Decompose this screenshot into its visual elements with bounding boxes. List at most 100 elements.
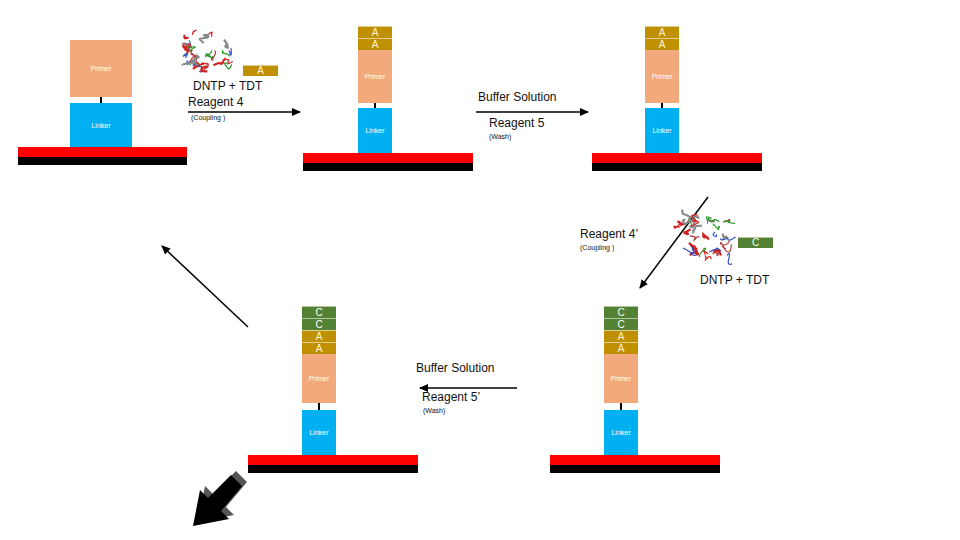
nucleotide-c: C — [302, 318, 336, 330]
box-text: C — [617, 308, 624, 318]
linker-box: Linker — [604, 410, 638, 455]
enzyme-stroke — [182, 43, 188, 47]
nucleotide-c: C — [604, 318, 638, 330]
box-text: A — [372, 40, 379, 50]
nucleotide-a: A — [243, 65, 278, 76]
box-text: Linker — [365, 127, 384, 134]
surface — [18, 147, 762, 473]
box-text: A — [316, 332, 323, 342]
linker-box: Linker — [358, 108, 392, 153]
step-note: (Coupling ) — [580, 244, 614, 252]
nucleotide-a: A — [604, 330, 638, 342]
step-label: Buffer Solution — [416, 362, 495, 375]
enzyme-stroke — [213, 62, 224, 66]
stem — [101, 97, 662, 410]
enzyme-stroke — [682, 210, 690, 219]
box-text: A — [372, 28, 379, 38]
enzyme-stroke — [689, 243, 698, 255]
continue-arrow — [193, 471, 247, 526]
enzyme-stroke — [187, 47, 195, 52]
box-text: A — [659, 28, 666, 38]
nucleotide-a: A — [645, 26, 679, 38]
enzyme-stroke — [709, 218, 720, 221]
primer-box: Primer — [604, 354, 638, 403]
enzyme-stroke — [709, 248, 721, 252]
box-text: Primer — [611, 375, 632, 382]
box-text: Linker — [652, 127, 671, 134]
box-text: Linker — [91, 122, 110, 129]
linker-box: Linker — [70, 103, 132, 147]
enzyme-stroke — [193, 30, 196, 35]
box-text: C — [315, 320, 322, 330]
enzyme-stroke — [690, 236, 699, 240]
nucleotide-c: C — [738, 237, 773, 248]
enzyme-stroke — [183, 63, 198, 66]
enzyme-stroke — [222, 51, 229, 57]
enzyme-stroke — [723, 241, 730, 249]
enzyme-stroke — [693, 226, 702, 234]
box-text: Primer — [652, 73, 673, 80]
primer-box: Primer — [645, 50, 679, 103]
box-text: A — [618, 344, 625, 354]
box-text: A — [257, 66, 264, 76]
nucleotide-a: A — [302, 342, 336, 354]
step-label: Buffer Solution — [478, 91, 557, 104]
step-note: (Wash) — [423, 407, 445, 415]
primer-box: Primer — [302, 354, 336, 403]
enzyme-stroke — [183, 53, 187, 58]
step-note: (Wash) — [489, 133, 511, 141]
enzyme-stroke — [184, 35, 188, 38]
enzyme-stroke — [727, 254, 732, 265]
box-text: Primer — [309, 375, 330, 382]
enzyme-stroke — [691, 215, 698, 222]
enzyme-stroke — [201, 67, 207, 72]
linker-box: Linker — [302, 410, 336, 455]
box-text: C — [315, 308, 322, 318]
box-text: Linker — [611, 429, 630, 436]
enzyme-stroke — [229, 48, 231, 55]
step-label: Reagent 4’ — [580, 228, 638, 241]
step-label: DNTP + TDT — [193, 80, 262, 93]
enzyme-stroke — [723, 234, 727, 238]
step-note: (Coupling ) — [191, 114, 225, 122]
box-text: C — [617, 320, 624, 330]
nucleotide-a: A — [645, 38, 679, 50]
enzyme-stroke — [208, 32, 212, 37]
enzyme-stroke — [199, 38, 207, 43]
nucleotide-c: C — [604, 306, 638, 318]
enzyme-stroke — [191, 53, 196, 62]
enzyme-illustration — [182, 30, 233, 72]
nucleotide-c: C — [302, 306, 336, 318]
step-label: Reagent 5 — [489, 117, 544, 130]
enzyme-stroke — [211, 50, 215, 60]
enzyme-illustration — [674, 210, 736, 264]
enzyme-stroke — [684, 229, 691, 234]
box-text: Primer — [365, 73, 386, 80]
box-text: A — [618, 332, 625, 342]
primer-box: Primer — [358, 50, 392, 103]
enzyme-stroke — [706, 217, 711, 224]
enzyme-stroke — [713, 232, 717, 237]
enzyme-stroke — [705, 256, 711, 260]
step-label: DNTP + TDT — [700, 274, 769, 287]
enzyme-stroke — [228, 60, 233, 64]
enzyme-stroke — [224, 40, 229, 48]
box-text: C — [752, 238, 759, 248]
primer-box: Primer — [70, 40, 132, 97]
nucleotide-a: A — [302, 330, 336, 342]
step-label: Reagent 5’ — [422, 391, 480, 404]
enzyme-stroke — [683, 220, 693, 225]
box-text: Primer — [91, 65, 112, 72]
process-arrow — [162, 112, 708, 388]
enzyme-stroke — [713, 224, 719, 229]
step-label: Reagent 4 — [188, 96, 243, 109]
box-text: A — [316, 344, 323, 354]
enzyme-stroke — [723, 221, 735, 224]
nucleotide-a: A — [358, 26, 392, 38]
linker-box: Linker — [645, 108, 679, 153]
enzyme-stroke — [703, 234, 708, 239]
nucleotide-a: A — [604, 342, 638, 354]
